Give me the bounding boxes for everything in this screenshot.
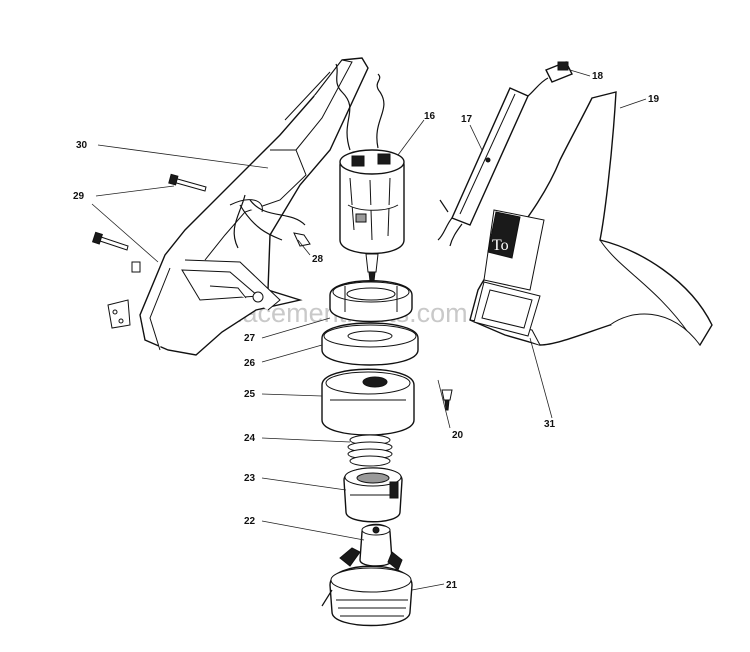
bolt-20 — [441, 389, 453, 411]
label-30: 30 — [76, 140, 88, 151]
spool-23 — [343, 467, 403, 523]
label-22: 22 — [244, 516, 256, 527]
label-27: 27 — [244, 333, 256, 344]
label-18: 18 — [592, 71, 604, 82]
disc-26 — [321, 322, 419, 366]
label-21: 21 — [446, 580, 458, 591]
motor-16 — [335, 63, 405, 291]
label-26: 26 — [244, 358, 256, 369]
ring-27 — [329, 280, 413, 323]
leader-lines — [91, 69, 647, 591]
label-24: 24 — [244, 433, 256, 444]
housing-25 — [321, 368, 415, 436]
label-16: 16 — [424, 111, 436, 122]
screw-28 — [293, 232, 311, 247]
label-20: 20 — [452, 430, 464, 441]
label-31: 31 — [544, 419, 556, 430]
plug-18 — [527, 61, 573, 97]
label-17: 17 — [461, 114, 473, 125]
knob-22 — [359, 523, 393, 567]
label-23: 23 — [244, 473, 256, 484]
spring-24 — [347, 434, 393, 467]
guard-19: To — [469, 91, 713, 347]
screws-29 — [91, 173, 207, 273]
motor-housing-30 — [107, 57, 369, 356]
cap-21 — [321, 547, 413, 627]
guard-badge: To — [492, 237, 509, 254]
switch-17 — [437, 87, 529, 247]
label-19: 19 — [648, 94, 660, 105]
label-29: 29 — [73, 191, 85, 202]
label-28: 28 — [312, 254, 324, 265]
label-25: 25 — [244, 389, 256, 400]
part-labels: 16 17 18 19 20 21 22 23 24 25 26 27 28 2… — [73, 71, 660, 591]
